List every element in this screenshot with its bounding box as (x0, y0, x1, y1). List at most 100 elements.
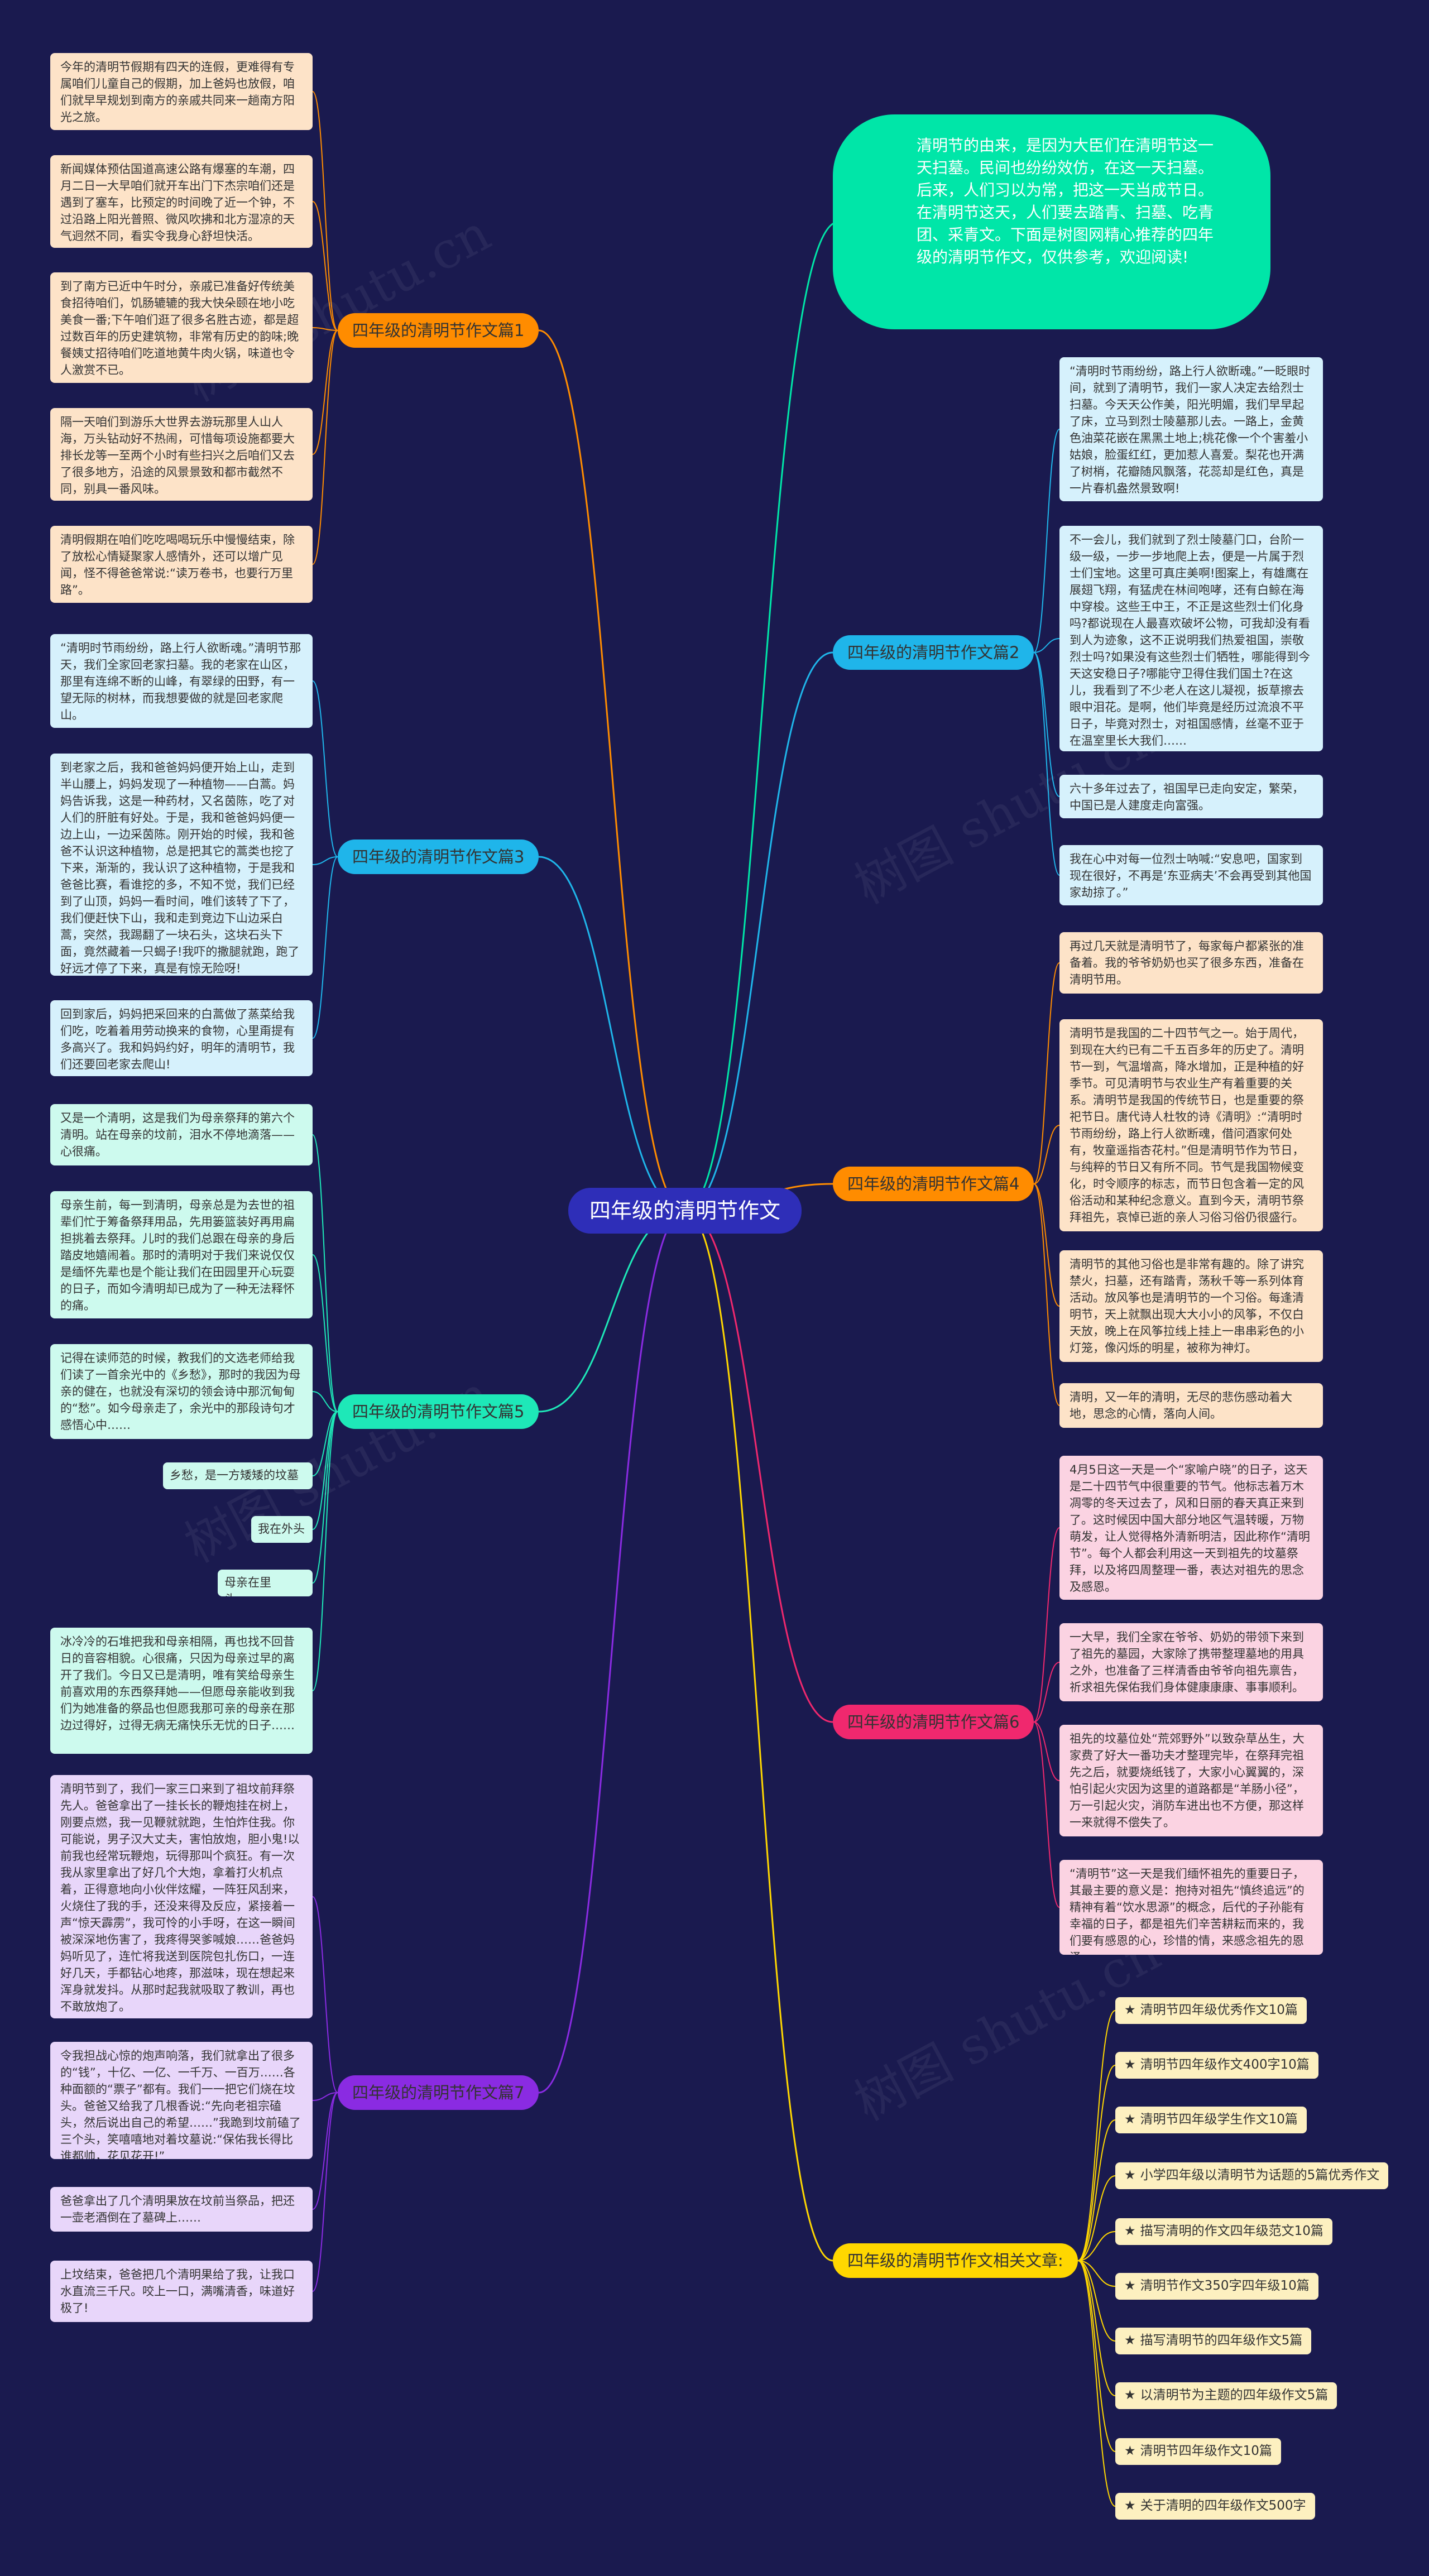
root-to-branch-line (538, 856, 685, 1212)
root-to-branch-line (538, 1210, 685, 2094)
branch-label-8[interactable]: 四年级的清明节作文相关文章: (833, 2243, 1078, 2278)
branch-to-leaf-line (1077, 2260, 1116, 2507)
branch-to-leaf-line (1033, 1183, 1060, 1307)
intro-bubble[interactable]: 清明节的由来，是因为大臣们在清明节这一天扫墓。民间也纷纷效仿，在这一天扫墓。后来… (833, 114, 1270, 329)
leaf-card[interactable]: 我在外头 (251, 1516, 313, 1543)
branch-to-leaf-line (312, 1134, 338, 1412)
leaf-card[interactable]: 清明假期在咱们吃吃喝喝玩乐中慢慢结束，除了放松心情疑聚家人感情外，还可以增广见闻… (50, 526, 313, 603)
branch-to-leaf-line (1077, 2010, 1116, 2261)
root-to-branch-line (684, 1210, 833, 2262)
leaf-card[interactable]: 一大早，我们全家在爷爷、奶奶的带领下来到了祖先的墓园，大家除了携带整理墓地的用具… (1059, 1623, 1323, 1701)
branch-to-leaf-line (1033, 1721, 1060, 1908)
branch-to-leaf-line (1033, 1527, 1060, 1723)
star-icon: ★ (1124, 2112, 1136, 2127)
leaf-card[interactable]: 冰冷冷的石堆把我和母亲相隔，再也找不回昔日的音容相貌。心很痛，只因为母亲过早的离… (50, 1628, 313, 1754)
related-article-link[interactable]: ★以清明节为主题的四年级作文5篇 (1115, 2382, 1337, 2409)
leaf-card[interactable]: 祖先的坟墓位处“荒郊野外”以致杂草丛生，大家费了好大一番功夫才整理完毕，在祭拜完… (1059, 1725, 1323, 1836)
related-article-link[interactable]: ★关于清明的四年级作文500字 (1115, 2493, 1315, 2520)
branch-to-leaf-line (312, 330, 338, 565)
star-icon: ★ (1124, 2444, 1136, 2458)
star-icon: ★ (1124, 2224, 1136, 2238)
leaf-card[interactable]: 令我担战心惊的炮声响落，我们就拿出了很多的“钱”，十亿、一亿、一千万、一百万……… (50, 2042, 313, 2159)
root-to-branch-line (684, 1210, 833, 1723)
branch-to-leaf-line (312, 856, 338, 865)
related-article-link[interactable]: ★清明节作文350字四年级10篇 (1115, 2273, 1318, 2300)
branch-to-leaf-line (1077, 2260, 1116, 2287)
star-icon: ★ (1124, 2333, 1136, 2348)
branch-to-leaf-line (1033, 1183, 1060, 1406)
branch-to-leaf-line (312, 1411, 338, 1584)
leaf-card[interactable]: 我在心中对每一位烈士呐喊:“安息吧，国家到现在很好，不再是‘东亚病夫’不会再受到… (1059, 845, 1323, 905)
leaf-card[interactable]: 新闻媒体预估国道高速公路有爆塞的车潮，四月二日一大早咱们就开车出门下杰宗咱们还是… (50, 155, 313, 248)
branch-label-5[interactable]: 四年级的清明节作文篇5 (338, 1394, 539, 1429)
branch-label-7[interactable]: 四年级的清明节作文篇7 (338, 2075, 539, 2110)
leaf-card[interactable]: 记得在读师范的时候，教我们的文选老师给我们读了一首余光中的《乡愁》，那时的我因为… (50, 1344, 313, 1439)
branch-to-leaf-line (1033, 1125, 1060, 1184)
branch-to-leaf-line (312, 2092, 338, 2101)
branch-to-leaf-line (312, 856, 338, 1039)
root-to-intro-line (684, 221, 839, 1212)
branch-to-leaf-line (1077, 2231, 1116, 2261)
branch-label-2[interactable]: 四年级的清明节作文篇2 (833, 635, 1034, 670)
leaf-card[interactable]: 再过几天就是清明节了，每家每户都紧张的准备着。我的爷爷奶奶也买了很多东西，准备在… (1059, 932, 1323, 994)
branch-label-6[interactable]: 四年级的清明节作文篇6 (833, 1705, 1034, 1739)
branch-to-leaf-line (312, 2092, 338, 2210)
related-article-link[interactable]: ★清明节四年级作文400字10篇 (1115, 2052, 1318, 2079)
branch-to-leaf-line (1033, 1662, 1060, 1723)
branch-to-leaf-line (1077, 2175, 1116, 2261)
branch-to-leaf-line (1033, 429, 1060, 653)
related-article-link[interactable]: ★描写清明的作文四年级范文10篇 (1115, 2218, 1332, 2245)
root-topic[interactable]: 四年级的清明节作文 (568, 1188, 802, 1234)
branch-to-leaf-line (312, 1411, 338, 1691)
leaf-card[interactable]: “清明时节雨纷纷，路上行人欲断魂。”清明节那天，我们全家回老家扫墓。我的老家在山… (50, 634, 313, 728)
branch-to-leaf-line (1077, 2260, 1116, 2342)
leaf-card[interactable]: 清明节是我国的二十四节气之一。始于周代，到现在大约已有二千五百多年的历史了。清明… (1059, 1019, 1323, 1231)
star-icon: ★ (1124, 2003, 1136, 2017)
branch-to-leaf-line (312, 201, 338, 331)
leaf-card[interactable]: 六十多年过去了，祖国早已走向安定，繁荣，中国已是人建度走向富强。 (1059, 775, 1323, 818)
leaf-card[interactable]: 母亲生前，每一到清明，母亲总是为去世的祖辈们忙于筹备祭拜用品，先用篓篮装好再用扁… (50, 1191, 313, 1318)
branch-to-leaf-line (1033, 652, 1060, 876)
leaf-card[interactable]: 到老家之后，我和爸爸妈妈便开始上山，走到半山腰上，妈妈发现了一种植物——白蒿。妈… (50, 754, 313, 976)
leaf-card[interactable]: 今年的清明节假期有四天的连假，更难得有专属咱们儿童自己的假期，加上爸妈也放假，咱… (50, 53, 313, 130)
related-article-link[interactable]: ★小学四年级以清明节为话题的5篇优秀作文 (1115, 2162, 1389, 2189)
leaf-card[interactable]: 隔一天咱们到游乐大世界去游玩那里人山人海，万头钻动好不热闹，可惜每项设施都要大排… (50, 408, 313, 501)
branch-to-leaf-line (1077, 2260, 1116, 2396)
branch-label-4[interactable]: 四年级的清明节作文篇4 (833, 1167, 1034, 1201)
branch-to-leaf-line (312, 1411, 338, 1476)
branch-label-3[interactable]: 四年级的清明节作文篇3 (338, 840, 539, 874)
leaf-card[interactable]: 母亲在里头…… (218, 1570, 313, 1596)
leaf-card[interactable]: 不一会儿，我们就到了烈士陵墓门口，台阶一级一级，一步一步地爬上去，便是一片属于烈… (1059, 526, 1323, 751)
leaf-card[interactable]: “清明节”这一天是我们缅怀祖先的重要日子，其最主要的意义是：抱持对祖先“慎终追远… (1059, 1860, 1323, 1955)
branch-to-leaf-line (1077, 2119, 1116, 2261)
leaf-card[interactable]: 清明节的其他习俗也是非常有趣的。除了讲究禁火，扫墓，还有踏青，荡秋千等一系列体育… (1059, 1250, 1323, 1362)
leaf-card[interactable]: 爸爸拿出了几个清明果放在坟前当祭品，把还一壶老酒倒在了墓碑上…… (50, 2187, 313, 2232)
branch-to-leaf-line (312, 1254, 338, 1412)
related-article-link[interactable]: ★清明节四年级优秀作文10篇 (1115, 1997, 1307, 2024)
branch-to-leaf-line (312, 327, 338, 331)
branch-to-leaf-line (1033, 1721, 1060, 1781)
leaf-card[interactable]: 到了南方已近中午时分，亲戚已准备好传统美食招待咱们，饥肠辘辘的我大快朵颐在地小吃… (50, 272, 313, 383)
related-article-link[interactable]: ★清明节四年级作文10篇 (1115, 2438, 1281, 2465)
branch-to-leaf-line (312, 680, 338, 857)
leaf-card[interactable]: 又是一个清明，这是我们为母亲祭拜的第六个清明。站在母亲的坟前，泪水不停地滴落——… (50, 1104, 313, 1165)
branch-to-leaf-line (312, 1896, 338, 2093)
branch-to-leaf-line (312, 2092, 338, 2292)
leaf-card[interactable]: 回到家后，妈妈把采回来的白蒿做了蒸菜给我们吃，吃着着用劳动换来的食物，心里甭提有… (50, 1000, 313, 1076)
leaf-card[interactable]: “清明时节雨纷纷，路上行人欲断魂。”一眨眼时间，就到了清明节，我们一家人决定去给… (1059, 357, 1323, 501)
branch-label-1[interactable]: 四年级的清明节作文篇1 (338, 313, 539, 348)
related-article-link[interactable]: ★清明节四年级学生作文10篇 (1115, 2107, 1307, 2133)
leaf-card[interactable]: 清明节到了，我们一家三口来到了祖坟前拜祭先人。爸爸拿出了一挂长长的鞭炮挂在树上，… (50, 1775, 313, 2018)
branch-to-leaf-line (1033, 962, 1060, 1184)
leaf-card[interactable]: 上坟结束，爸爸把几个清明果给了我，让我口水直流三千尺。咬上一口，满嘴清香，味道好… (50, 2261, 313, 2322)
root-to-branch-line (684, 651, 833, 1212)
leaf-card[interactable]: 乡愁，是一方矮矮的坟墓 (163, 1462, 313, 1489)
branch-to-leaf-line (312, 91, 338, 331)
star-icon: ★ (1124, 2388, 1136, 2402)
leaf-card[interactable]: 4月5日这一天是一个“家喻户晓”的日子，这天是二十四节气中很重要的节气。他标志着… (1059, 1456, 1323, 1600)
related-article-link[interactable]: ★描写清明节的四年级作文5篇 (1115, 2328, 1312, 2354)
leaf-card[interactable]: 清明，又一年的清明，无尽的悲伤感动着大地，思念的心情，落向人间。 (1059, 1383, 1323, 1428)
star-icon: ★ (1124, 2057, 1136, 2072)
